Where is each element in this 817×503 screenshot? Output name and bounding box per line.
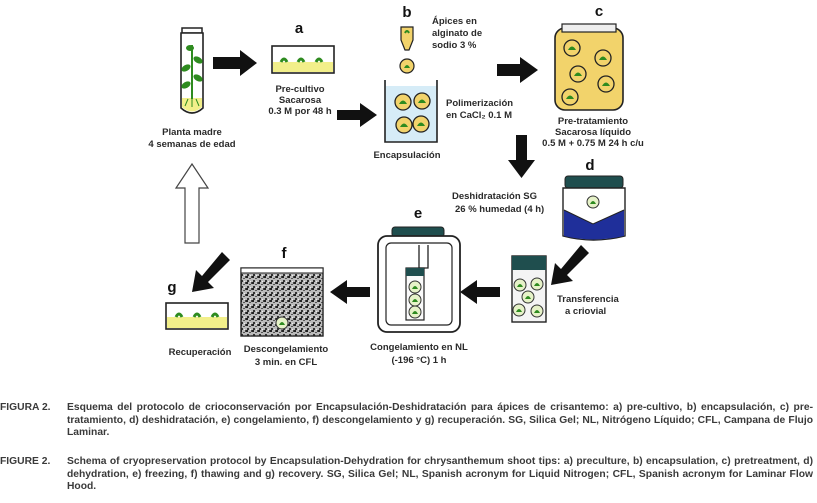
arrow-to-encapsulacion: [337, 103, 377, 127]
beaker-encapsulacion: [384, 80, 438, 143]
label-precultivo-sacarosa: Sacarosa: [279, 95, 322, 106]
label-criovial: a criovial: [565, 306, 606, 317]
jar-pretratamiento: [554, 23, 624, 111]
step-label-e: e: [414, 205, 422, 222]
arrow-to-transferencia: [551, 245, 589, 285]
silica-gel-jar: [562, 175, 626, 241]
arrow-to-recuperacion: [192, 252, 230, 292]
label-transferencia: Transferencia: [557, 294, 619, 305]
laminar-flow-hood: [240, 267, 324, 337]
pipette-illustration: [399, 26, 415, 74]
label-encapsulacion: Encapsulación: [373, 150, 440, 161]
arrow-to-precultivo: [213, 50, 257, 76]
label-polimerizacion: Polimerización: [446, 98, 513, 109]
protocol-diagram: Planta madre 4 semanas de edad a Pre-cul…: [148, 3, 644, 368]
label-congelamiento: Congelamiento en NL: [370, 342, 468, 353]
label-pretratamiento-conc: 0.5 M + 0.75 M 24 h c/u: [542, 138, 644, 149]
label-cacl2: en CaCl₂ 0.1 M: [446, 110, 512, 121]
step-label-g: g: [167, 279, 176, 296]
label-pretratamiento-sacarosa: Sacarosa líquido: [555, 127, 631, 138]
cryovial-illustration: [511, 255, 547, 323]
label-alginato: alginato de: [432, 28, 482, 39]
label-recuperacion: Recuperación: [169, 347, 232, 358]
caption-spanish-text: Esquema del protocolo de crioconservació…: [67, 402, 813, 439]
caption-spanish-tag: FIGURA 2.: [0, 402, 51, 413]
label-congelamiento-temp: (-196 °C) 1 h: [391, 355, 446, 366]
step-label-d: d: [585, 157, 594, 174]
label-descongelamiento: Descongelamiento: [244, 344, 329, 355]
hollow-arrow-cycle: [174, 162, 210, 244]
label-deshidratacion: Deshidratación SG: [452, 191, 537, 202]
label-pretratamiento: Pre-tratamiento: [558, 116, 628, 127]
caption-english-text: Schema of cryopreservation protocol by E…: [67, 456, 813, 493]
label-apices: Ápices en: [432, 16, 477, 27]
caption-english-tag: FIGURE 2.: [0, 456, 51, 467]
label-planta-madre: Planta madre: [162, 127, 222, 138]
label-precultivo-time: 0.3 M por 48 h: [268, 106, 332, 117]
step-label-b: b: [402, 4, 411, 21]
label-descongelamiento-time: 3 min. en CFL: [255, 357, 317, 368]
liquid-nitrogen-dewar: [377, 226, 461, 333]
label-planta-madre-age: 4 semanas de edad: [148, 139, 235, 150]
plant-tube-illustration: [180, 27, 204, 114]
arrow-to-descongelamiento: [330, 280, 370, 304]
step-label-c: c: [595, 3, 603, 20]
arrow-to-pretratamiento: [497, 57, 538, 83]
arrow-to-congelamiento: [460, 280, 500, 304]
step-label-a: a: [295, 20, 304, 37]
petri-dish-precultivo: [271, 45, 335, 74]
petri-dish-recuperacion: [165, 302, 229, 330]
label-precultivo: Pre-cultivo: [275, 84, 324, 95]
step-label-f: f: [282, 245, 288, 262]
label-humedad: 26 % humedad (4 h): [455, 204, 544, 215]
arrow-to-deshidratacion: [508, 135, 535, 178]
label-sodio: sodio 3 %: [432, 40, 477, 51]
